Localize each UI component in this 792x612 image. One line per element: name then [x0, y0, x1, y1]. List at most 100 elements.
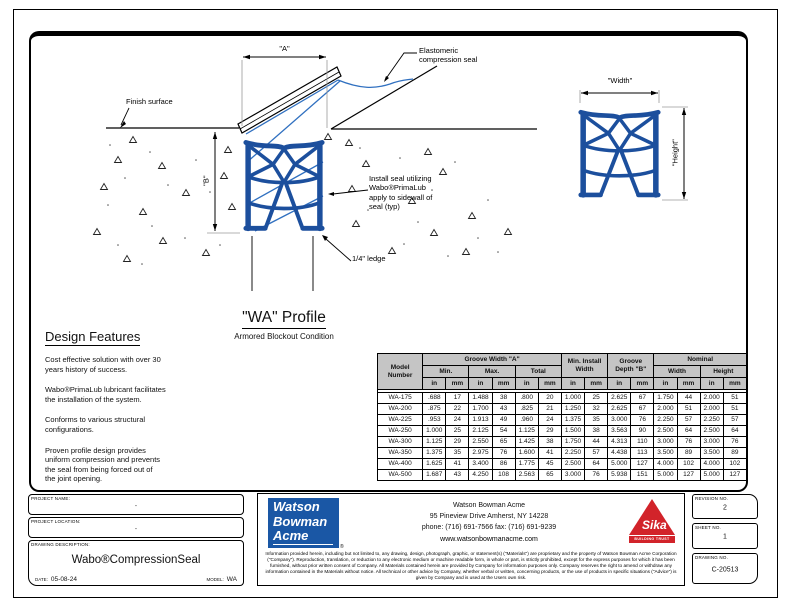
drawing-description-value: Wabo®CompressionSeal: [71, 554, 201, 566]
elastomeric-seal-label: Elastomeric compression seal: [419, 46, 478, 65]
value-cell: 22: [445, 403, 470, 415]
value-cell: 2.250: [560, 447, 586, 459]
value-cell: 1.775: [514, 458, 539, 470]
value-cell: 1.500: [560, 425, 586, 437]
value-cell: 89: [722, 447, 748, 459]
value-cell: 44: [584, 436, 609, 448]
value-cell: 5.000: [699, 469, 724, 481]
value-cell: 2.250: [653, 414, 678, 426]
ledge-label: 1/4" ledge: [352, 254, 386, 263]
value-cell: 127: [630, 458, 655, 470]
drawing-number-value: C-20513: [711, 565, 739, 573]
col-header-width: Width: [653, 365, 701, 378]
value-cell: 24: [537, 414, 562, 426]
value-cell: 4.438: [607, 447, 632, 459]
unit-in: in: [607, 377, 632, 390]
value-cell: 51: [676, 403, 701, 415]
company-address-block: Watson Bowman Acme 95 Pineview Drive Amh…: [358, 500, 620, 545]
unit-mm: mm: [676, 377, 701, 390]
value-cell: .688: [422, 392, 447, 404]
company-website-link[interactable]: www.watsonbowmanacme.com: [440, 535, 538, 543]
project-name-value: -: [134, 501, 138, 509]
value-cell: 1.625: [422, 458, 447, 470]
value-cell: 64: [584, 458, 609, 470]
sika-triangle: Sika ®: [629, 499, 675, 535]
value-cell: 38: [584, 425, 609, 437]
value-cell: 3.500: [653, 447, 678, 459]
value-cell: 44: [676, 392, 701, 404]
value-cell: 1.913: [468, 414, 493, 426]
value-cell: 2.500: [699, 425, 724, 437]
logo-line: Watson: [273, 499, 320, 514]
value-cell: .825: [514, 403, 539, 415]
design-features-heading: Design Features: [45, 329, 141, 346]
value-cell: 1.000: [560, 392, 586, 404]
col-header-total: Total: [514, 365, 562, 378]
drawing-number-box: DRAWING NO. C-20513: [692, 553, 758, 584]
value-cell: 3.563: [607, 425, 632, 437]
value-cell: 3.000: [653, 436, 678, 448]
logo-underline: [273, 543, 333, 545]
date-label: DATE:: [35, 577, 48, 582]
legal-disclaimer: Information provided herein, including b…: [265, 551, 677, 580]
value-cell: 4.000: [699, 458, 724, 470]
col-header-min: Min.: [422, 365, 470, 378]
spec-table: Model Number Groove Width "A" Min. Insta…: [376, 353, 748, 481]
value-cell: 2.500: [560, 458, 586, 470]
sika-tagline: BUILDING TRUST: [629, 536, 675, 543]
sheet-number-label: SHEET NO.: [695, 525, 721, 530]
company-name: Watson Bowman Acme: [452, 502, 526, 509]
value-cell: 25: [445, 425, 470, 437]
date-model-row: DATE:05-08-24 MODEL:WA: [33, 574, 239, 583]
dim-a-label: "A": [279, 44, 290, 53]
unit-in: in: [560, 377, 586, 390]
company-address: 95 Pineview Drive Amherst, NY 14228: [429, 513, 549, 521]
value-cell: 2.000: [653, 403, 678, 415]
value-cell: 3.000: [560, 469, 586, 481]
revision-label: REVISION NO.: [695, 496, 729, 501]
value-cell: 127: [676, 469, 701, 481]
col-header-model: Model Number: [376, 353, 424, 390]
design-feature-item: Wabo®PrimaLub lubricant facilitates the …: [45, 385, 166, 404]
model-cell: WA-175: [376, 392, 424, 404]
unit-mm: mm: [537, 377, 562, 390]
col-header-groove-depth: Groove Depth "B": [607, 353, 655, 378]
value-cell: 29: [537, 425, 562, 437]
dim-b-label: "B": [201, 175, 211, 186]
value-cell: 25: [584, 392, 609, 404]
value-cell: 67: [630, 392, 655, 404]
date-value: 05-08-24: [50, 576, 77, 583]
value-cell: 1.488: [468, 392, 493, 404]
unit-in: in: [653, 377, 678, 390]
sika-wordmark: Sika: [642, 518, 667, 532]
project-location-value: -: [134, 524, 138, 532]
model-value: WA: [226, 576, 237, 583]
value-cell: 1.000: [422, 425, 447, 437]
model-cell: WA-350: [376, 447, 424, 459]
value-cell: 76: [584, 469, 609, 481]
value-cell: .800: [514, 392, 539, 404]
value-cell: 1.750: [653, 392, 678, 404]
model-cell: WA-200: [376, 403, 424, 415]
value-cell: 1.125: [422, 436, 447, 448]
value-cell: 2.625: [607, 392, 632, 404]
height-dim-label: "Height": [670, 139, 680, 167]
project-location-box: PROJECT LOCATION: -: [28, 517, 244, 538]
value-cell: 4.250: [468, 469, 493, 481]
value-cell: 38: [537, 436, 562, 448]
value-cell: 65: [491, 436, 516, 448]
value-cell: 3.400: [468, 458, 493, 470]
unit-mm: mm: [445, 377, 470, 390]
value-cell: .960: [514, 414, 539, 426]
value-cell: 38: [491, 392, 516, 404]
value-cell: 57: [584, 447, 609, 459]
sheet-number-value: 1: [723, 533, 727, 541]
value-cell: 3.500: [699, 447, 724, 459]
